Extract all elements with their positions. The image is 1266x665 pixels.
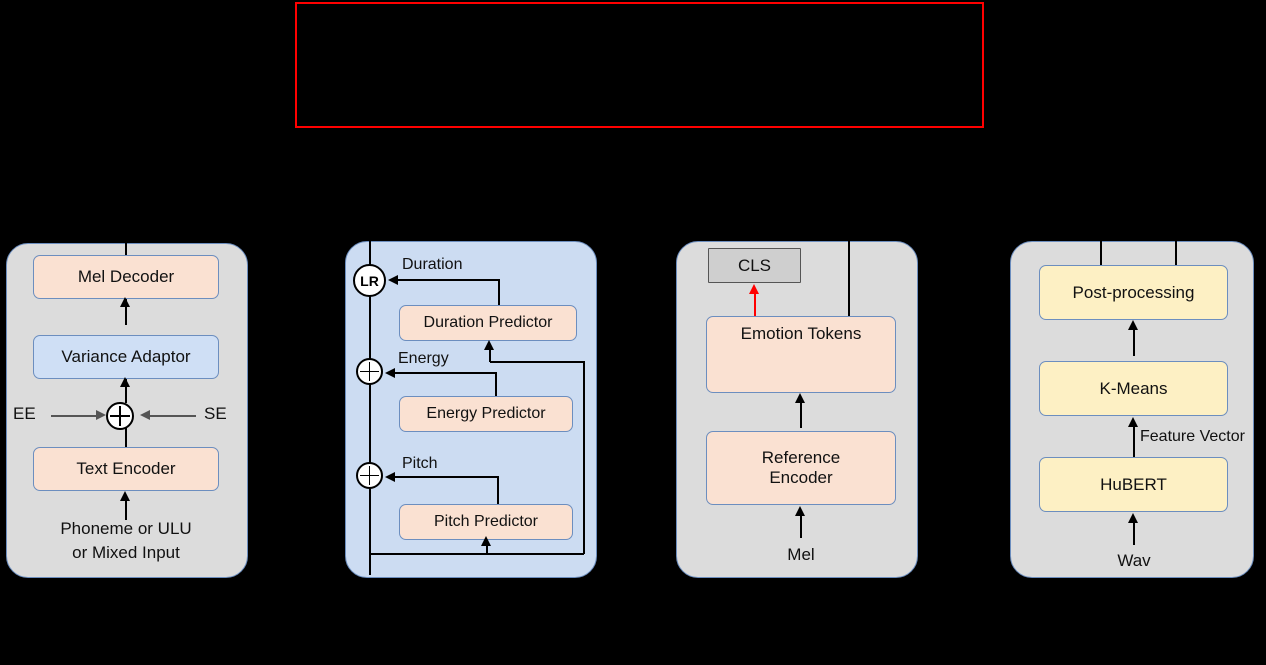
edge-energy-pred-up bbox=[495, 372, 497, 396]
edge-right-riser bbox=[583, 361, 585, 554]
label-input-line2: or Mixed Input bbox=[72, 543, 180, 562]
box-energy-predictor[interactable]: Energy Predictor bbox=[399, 396, 573, 432]
edge-bottom-bus bbox=[369, 553, 584, 555]
edge-variance-to-mel bbox=[125, 299, 127, 325]
edge-pitch-to-plus bbox=[393, 476, 499, 478]
label-ee: EE bbox=[13, 404, 36, 423]
edge-label-pitch: Pitch bbox=[402, 455, 438, 472]
arrowhead-post-processing bbox=[1128, 320, 1138, 330]
box-variance-adaptor[interactable]: Variance Adaptor bbox=[33, 335, 219, 379]
panel-emotion-encoder bbox=[676, 241, 918, 578]
box-cls-token[interactable]: CLS bbox=[708, 248, 801, 283]
edge-label-duration: Duration bbox=[402, 256, 463, 273]
edge-mel-to-refenc bbox=[800, 512, 802, 538]
emotion-output-line bbox=[848, 241, 850, 316]
box-reference-encoder[interactable]: Reference Encoder bbox=[706, 431, 896, 505]
box-post-processing[interactable]: Post-processing bbox=[1039, 265, 1228, 320]
edge-duration-to-lr bbox=[396, 279, 500, 281]
box-pitch-predictor[interactable]: Pitch Predictor bbox=[399, 504, 573, 540]
box-text-encoder[interactable]: Text Encoder bbox=[33, 447, 219, 491]
edge-duration-pred-up bbox=[498, 279, 500, 305]
arrowhead-lr bbox=[388, 275, 398, 285]
variance-main-spine bbox=[369, 241, 371, 575]
edge-text-encoder-to-plus bbox=[125, 428, 127, 449]
edge-wav-to-hubert bbox=[1133, 519, 1135, 545]
edge-feedback-duration-up bbox=[489, 345, 491, 362]
edge-tokens-to-cls bbox=[754, 290, 756, 316]
arrowhead-text-encoder bbox=[120, 491, 130, 501]
edge-label-feature-vector: Feature Vector bbox=[1140, 428, 1245, 445]
arrowhead-duration-predictor bbox=[484, 340, 494, 350]
mel-decoder-output-line bbox=[125, 243, 127, 255]
add-operator-text-emotion-speaker bbox=[106, 402, 134, 430]
unit-output-line-left bbox=[1100, 241, 1102, 265]
reference-encoder-line1: Reference bbox=[761, 448, 841, 468]
arrowhead-mel-decoder bbox=[120, 297, 130, 307]
arrowhead-pitch-predictor bbox=[481, 536, 491, 546]
edge-pitch-pred-up bbox=[497, 476, 499, 504]
arrowhead-ee bbox=[96, 410, 106, 420]
arrowhead-se bbox=[140, 410, 150, 420]
unit-output-line-right bbox=[1175, 241, 1177, 265]
arrowhead-k-means bbox=[1128, 417, 1138, 427]
edge-input-to-text-encoder bbox=[125, 496, 127, 520]
label-mel-input: Mel bbox=[787, 545, 815, 564]
edge-label-energy: Energy bbox=[398, 350, 449, 367]
box-k-means[interactable]: K-Means bbox=[1039, 361, 1228, 416]
add-operator-pitch bbox=[356, 462, 383, 489]
red-highlight-box bbox=[295, 2, 984, 128]
arrowhead-emotion-tokens bbox=[795, 393, 805, 403]
label-se: SE bbox=[204, 404, 227, 423]
box-hubert[interactable]: HuBERT bbox=[1039, 457, 1228, 512]
label-input-line1: Phoneme or ULU bbox=[60, 519, 192, 538]
node-lr-label: LR bbox=[360, 272, 379, 289]
arrowhead-energy-plus bbox=[385, 368, 395, 378]
box-duration-predictor[interactable]: Duration Predictor bbox=[399, 305, 577, 341]
add-operator-energy bbox=[356, 358, 383, 385]
edge-se-to-plus bbox=[148, 415, 196, 417]
edge-hubert-to-kmeans bbox=[1133, 424, 1135, 457]
edge-feedback-to-duration bbox=[490, 361, 584, 363]
edge-bus-to-pitch bbox=[486, 540, 488, 554]
edge-plus-to-variance bbox=[125, 379, 127, 403]
edge-ee-to-plus bbox=[51, 415, 98, 417]
arrowhead-pitch-plus bbox=[385, 472, 395, 482]
node-length-regulator: LR bbox=[353, 264, 386, 297]
edge-kmeans-to-post bbox=[1133, 327, 1135, 356]
label-wav-input: Wav bbox=[1117, 551, 1151, 570]
arrowhead-hubert bbox=[1128, 513, 1138, 523]
reference-encoder-line2: Encoder bbox=[769, 468, 833, 487]
box-mel-decoder[interactable]: Mel Decoder bbox=[33, 255, 219, 299]
edge-refenc-to-tokens bbox=[800, 400, 802, 428]
arrowhead-reference-encoder bbox=[795, 506, 805, 516]
arrowhead-variance-adaptor bbox=[120, 377, 130, 387]
arrowhead-cls bbox=[749, 284, 759, 294]
edge-energy-to-plus bbox=[393, 372, 497, 374]
box-emotion-tokens[interactable]: Emotion Tokens bbox=[706, 316, 896, 393]
